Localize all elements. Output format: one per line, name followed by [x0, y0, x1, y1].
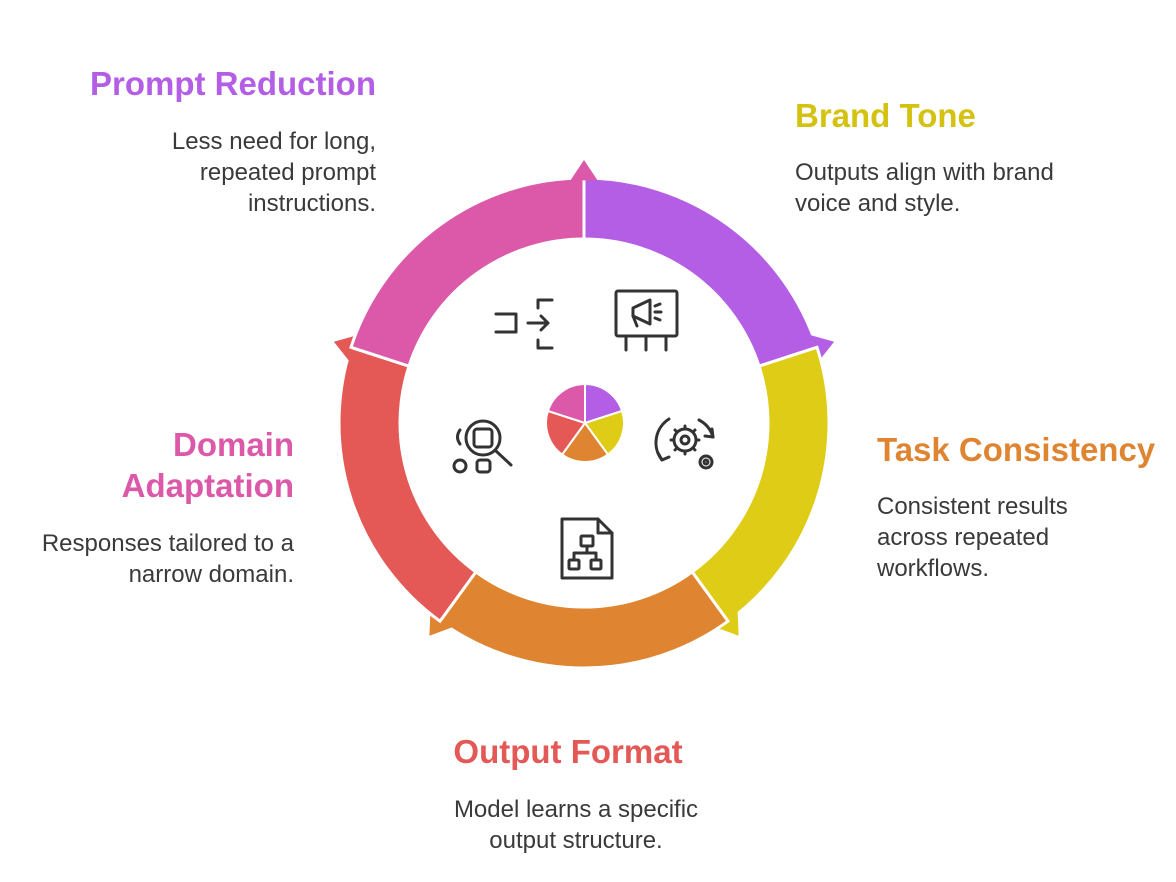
pie-slice-output-format	[545, 409, 587, 456]
brand-tone-title: Brand Tone	[795, 97, 976, 134]
task-consistency-desc-line: across repeated	[877, 524, 1050, 551]
ring-segment-brand-tone	[690, 345, 831, 624]
output-format-desc-line: output structure.	[489, 827, 663, 854]
brand-tone-desc-line: voice and style.	[795, 190, 961, 217]
domain-adaptation-description: Responses tailored to a narrow domain.	[10, 528, 294, 590]
search-shapes-icon	[452, 419, 513, 474]
prompt-reduction-desc-line: repeated prompt	[199, 159, 376, 186]
pie-slice-task-consistency	[560, 421, 610, 463]
domain-adaptation-desc-line: narrow domain.	[128, 561, 294, 588]
prompt-compress-icon	[494, 298, 554, 350]
center-pie	[545, 382, 625, 463]
ring-arrow-domain-adaptation	[570, 160, 598, 181]
domain-adaptation-desc-line: Responses tailored to a	[41, 530, 294, 557]
pie-slice-domain-adaptation	[546, 382, 586, 425]
task-consistency-title: Task Consistency	[877, 431, 1156, 468]
output-format-title: Output Format	[453, 733, 683, 770]
task-consistency-description: Consistent results across repeated workf…	[877, 491, 1157, 584]
prompt-reduction-desc-line: Less need for long,	[171, 128, 376, 155]
domain-adaptation-title-line: Domain	[172, 426, 294, 463]
output-format-desc-line: Model learns a specific	[453, 796, 699, 823]
ring-segment-prompt-reduction	[582, 176, 819, 369]
brand-tone-description: Outputs align with brand voice and style…	[795, 157, 1135, 219]
prompt-reduction-desc-line: instructions.	[247, 190, 376, 217]
ring	[333, 160, 835, 670]
prompt-reduction-description: Less need for long, repeated prompt inst…	[100, 126, 376, 219]
ring-segment-task-consistency	[437, 569, 731, 670]
output-format-description: Model learns a specific output structure…	[376, 794, 776, 856]
prompt-reduction-title: Prompt Reduction	[90, 65, 376, 102]
task-consistency-desc-line: Consistent results	[877, 493, 1068, 520]
task-consistency-desc-line: workflows.	[877, 555, 990, 582]
brand-tone-desc-line: Outputs align with brand	[795, 159, 1054, 186]
ring-arrow-prompt-reduction	[810, 335, 835, 361]
ring-segment-output-format	[337, 345, 478, 624]
domain-adaptation-title: Domain Adaptation	[60, 424, 294, 506]
ring-segment-domain-adaptation	[349, 176, 586, 369]
domain-adaptation-title-line: Adaptation	[121, 467, 294, 504]
structure-document-icon	[560, 517, 614, 580]
gears-cycle-icon	[654, 417, 715, 470]
pie-slice-brand-tone	[583, 409, 625, 456]
presentation-megaphone-icon	[614, 289, 679, 352]
